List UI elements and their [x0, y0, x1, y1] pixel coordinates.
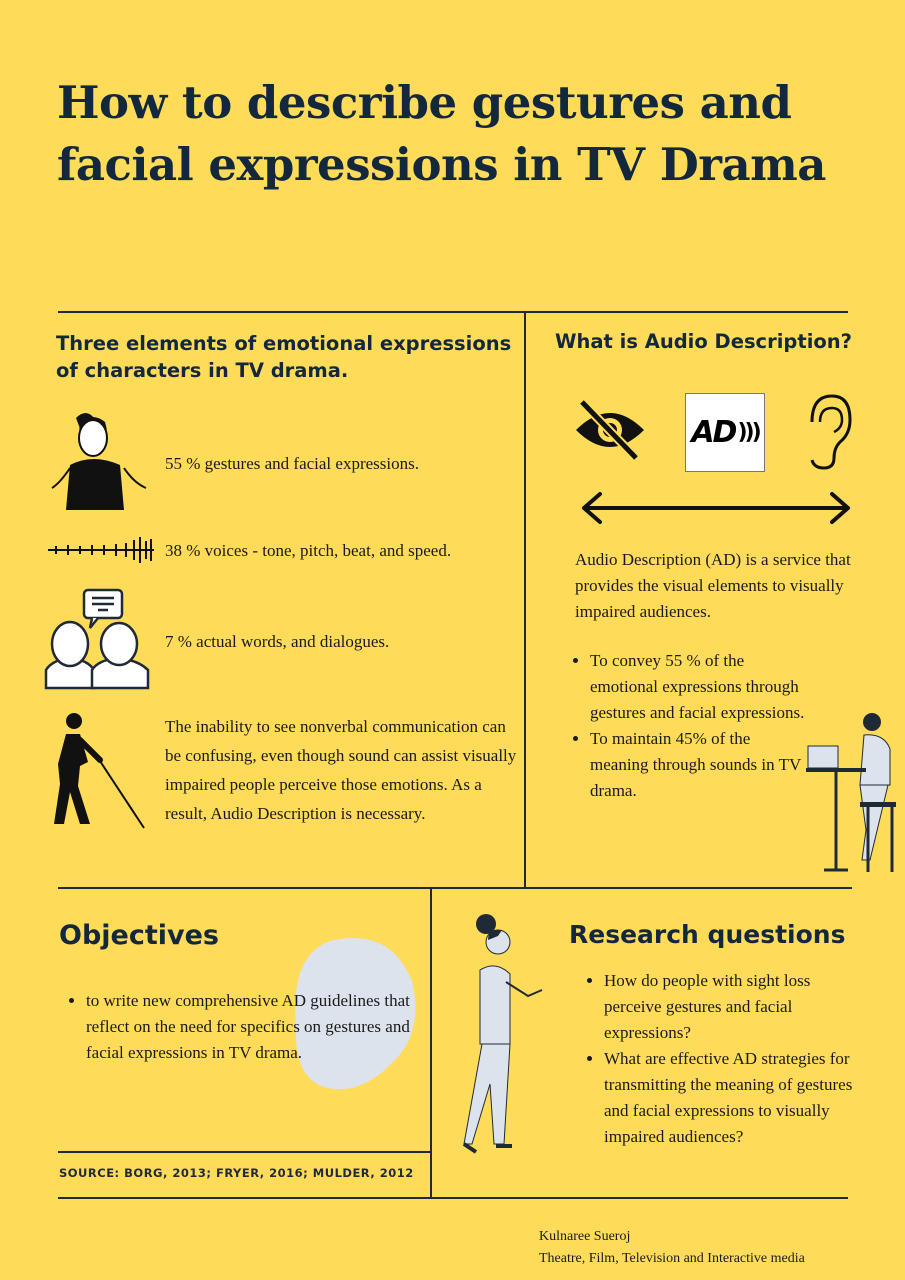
element-item-text: 55 % gestures and facial expressions.	[165, 454, 419, 473]
audio-description-logo: AD)))	[685, 393, 765, 472]
author-name: Kulnaree Sueroj	[539, 1229, 631, 1244]
bullet-item: What are effective AD strategies for tra…	[604, 1046, 869, 1150]
divider	[524, 311, 526, 888]
objectives-heading: Objectives	[59, 920, 219, 951]
element-item-text: 7 % actual words, and dialogues.	[165, 632, 390, 651]
ad-logo-text: AD	[691, 415, 737, 450]
two-people-talking-icon	[44, 588, 150, 690]
objectives-bullets: to write new comprehensive AD guidelines…	[70, 988, 426, 1066]
audio-description-heading: What is Audio Description?	[555, 330, 852, 353]
eye-slash-icon	[576, 400, 644, 462]
elements-heading: Three elements of emotional expressions …	[56, 332, 512, 382]
page-title: How to describe gestures and facial expr…	[57, 76, 826, 191]
woman-with-phone-illustration	[462, 914, 543, 1154]
audio-description-bullets: To convey 55 % of the emotional expressi…	[574, 648, 810, 804]
blind-person-with-cane-icon	[54, 713, 145, 829]
sound-wave-icon	[48, 537, 154, 563]
divider	[58, 887, 852, 889]
bullet-item: to write new comprehensive AD guidelines…	[86, 988, 426, 1066]
research-questions-heading: Research questions	[569, 920, 846, 949]
double-arrow-icon	[582, 492, 850, 524]
source-citation: SOURCE: BORG, 2013; FRYER, 2016; MULDER,…	[59, 1166, 414, 1180]
divider	[58, 1197, 848, 1199]
author-department: Theatre, Film, Television and Interactiv…	[539, 1251, 805, 1266]
divider	[58, 1151, 430, 1153]
shrugging-woman-icon	[51, 413, 147, 510]
bullet-item: How do people with sight loss perceive g…	[604, 968, 869, 1046]
audio-description-definition: Audio Description (AD) is a service that…	[575, 550, 851, 621]
divider	[58, 311, 848, 313]
woman-with-laptop-illustration	[806, 713, 896, 872]
audio-description-need-note: The inability to see nonverbal communica…	[165, 717, 517, 823]
decorative-blob	[295, 938, 416, 1090]
bullet-item: To maintain 45% of the meaning through s…	[590, 726, 810, 804]
divider	[430, 887, 432, 1198]
bullet-item: To convey 55 % of the emotional expressi…	[590, 648, 810, 726]
element-item-text: 38 % voices - tone, pitch, beat, and spe…	[165, 541, 452, 560]
ear-icon	[810, 394, 852, 470]
research-questions-bullets: How do people with sight loss perceive g…	[588, 968, 869, 1150]
